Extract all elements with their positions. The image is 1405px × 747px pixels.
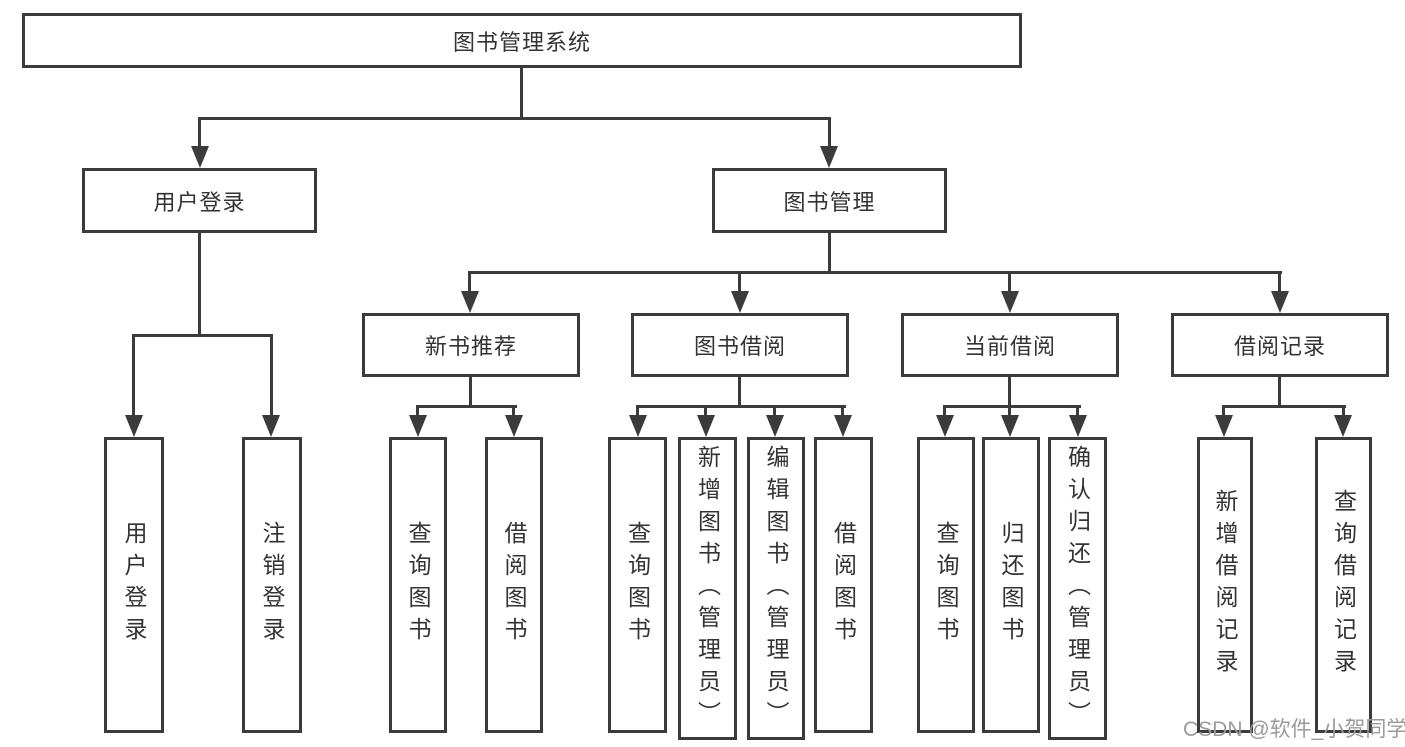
leaf-borrow-add-book-admin-label: 新增图书（管理员） — [694, 444, 721, 733]
node-current-borrow-label: 当前借阅 — [963, 334, 1056, 359]
arrow-down — [1001, 415, 1019, 437]
leaf-logout: 注销登录 — [242, 437, 302, 733]
connector-line — [132, 334, 273, 337]
connector-line — [198, 117, 201, 150]
arrow-down — [731, 291, 749, 313]
connector-line — [1222, 405, 1346, 408]
leaf-record-add-record: 新增借阅记录 — [1197, 437, 1253, 733]
connector-line — [198, 230, 201, 337]
arrow-down — [409, 415, 427, 437]
leaf-borrow-borrow-book-label: 借阅图书 — [830, 521, 857, 649]
connector-line — [520, 65, 523, 120]
node-borrow-record-label: 借阅记录 — [1233, 334, 1326, 359]
leaf-record-add-record-label: 新增借阅记录 — [1212, 489, 1238, 681]
arrow-down — [936, 415, 954, 437]
arrow-down — [820, 146, 838, 168]
node-new-book-recommend: 新书推荐 — [362, 313, 580, 377]
node-root-label: 图书管理系统 — [452, 29, 591, 55]
leaf-borrow-edit-book-admin-label: 编辑图书（管理员） — [763, 444, 789, 733]
arrow-down — [1001, 291, 1019, 313]
connector-line — [1342, 405, 1345, 418]
arrow-down — [1069, 415, 1087, 437]
arrow-down — [697, 415, 715, 437]
arrow-down — [461, 291, 479, 313]
leaf-current-confirm-return-admin: 确认归还（管理员） — [1048, 437, 1107, 740]
node-book-management-branch: 图书管理 — [712, 168, 947, 233]
leaf-current-query-book-label: 查询图书 — [933, 521, 959, 649]
node-new-book-recommend-label: 新书推荐 — [424, 334, 517, 359]
connector-line — [738, 375, 741, 408]
connector-line — [704, 405, 707, 418]
connector-line — [841, 405, 844, 418]
connector-line — [198, 117, 831, 120]
leaf-recommend-borrow-book-label: 借阅图书 — [501, 521, 527, 649]
connector-line — [828, 117, 831, 150]
leaf-record-query-record-label: 查询借阅记录 — [1330, 489, 1357, 681]
connector-line — [468, 271, 1282, 274]
leaf-borrow-add-book-admin: 新增图书（管理员） — [678, 437, 737, 740]
arrow-down — [505, 415, 523, 437]
arrow-down — [1334, 415, 1352, 437]
leaf-current-return-book-label: 归还图书 — [998, 521, 1024, 649]
node-root-library-system: 图书管理系统 — [22, 13, 1022, 68]
leaf-borrow-borrow-book: 借阅图书 — [814, 437, 873, 733]
node-current-borrow: 当前借阅 — [901, 313, 1119, 377]
node-book-management-label: 图书管理 — [783, 189, 876, 215]
arrow-down — [1215, 415, 1233, 437]
connector-line — [1008, 271, 1011, 295]
leaf-recommend-query-book-label: 查询图书 — [405, 521, 431, 649]
connector-line — [469, 375, 472, 408]
arrow-down — [766, 415, 784, 437]
connector-line — [828, 230, 831, 274]
node-borrow-record: 借阅记录 — [1171, 313, 1389, 377]
leaf-borrow-edit-book-admin: 编辑图书（管理员） — [747, 437, 805, 740]
connector-line — [943, 405, 1081, 408]
connector-line — [1278, 375, 1281, 408]
connector-line — [1076, 405, 1079, 418]
connector-line — [468, 271, 471, 295]
connector-line — [1222, 405, 1225, 418]
leaf-recommend-query-book: 查询图书 — [389, 437, 447, 733]
leaf-user-login: 用户登录 — [104, 437, 164, 733]
arrow-down — [1271, 291, 1289, 313]
connector-line — [512, 405, 515, 418]
connector-line — [270, 334, 273, 418]
leaf-user-login-label: 用户登录 — [121, 521, 147, 649]
leaf-current-query-book: 查询图书 — [917, 437, 975, 733]
connector-line — [773, 405, 776, 418]
connector-line — [416, 405, 517, 408]
arrow-down — [262, 415, 280, 437]
connector-line — [636, 405, 846, 408]
leaf-recommend-borrow-book: 借阅图书 — [485, 437, 543, 733]
arrow-down — [191, 146, 209, 168]
csdn-watermark: CSDN @软件_小贺同学 — [1183, 718, 1405, 741]
leaf-logout-label: 注销登录 — [259, 521, 285, 649]
node-book-borrow: 图书借阅 — [631, 313, 849, 377]
node-book-borrow-label: 图书借阅 — [693, 334, 786, 359]
arrow-down — [629, 415, 647, 437]
leaf-current-return-book: 归还图书 — [982, 437, 1040, 733]
node-user-login-branch: 用户登录 — [82, 168, 317, 233]
connector-line — [943, 405, 946, 418]
arrow-down — [125, 415, 143, 437]
leaf-current-confirm-return-admin-label: 确认归还（管理员） — [1064, 444, 1091, 733]
node-user-login-branch-label: 用户登录 — [153, 189, 246, 215]
connector-line — [738, 271, 741, 295]
leaf-record-query-record: 查询借阅记录 — [1315, 437, 1372, 733]
leaf-borrow-query-book: 查询图书 — [608, 437, 667, 733]
connector-line — [1008, 375, 1011, 408]
arrow-down — [834, 415, 852, 437]
connector-line — [1278, 271, 1281, 295]
leaf-borrow-query-book-label: 查询图书 — [624, 521, 651, 649]
connector-line — [416, 405, 419, 418]
connector-line — [1008, 405, 1011, 418]
connector-line — [636, 405, 639, 418]
connector-line — [132, 334, 135, 418]
